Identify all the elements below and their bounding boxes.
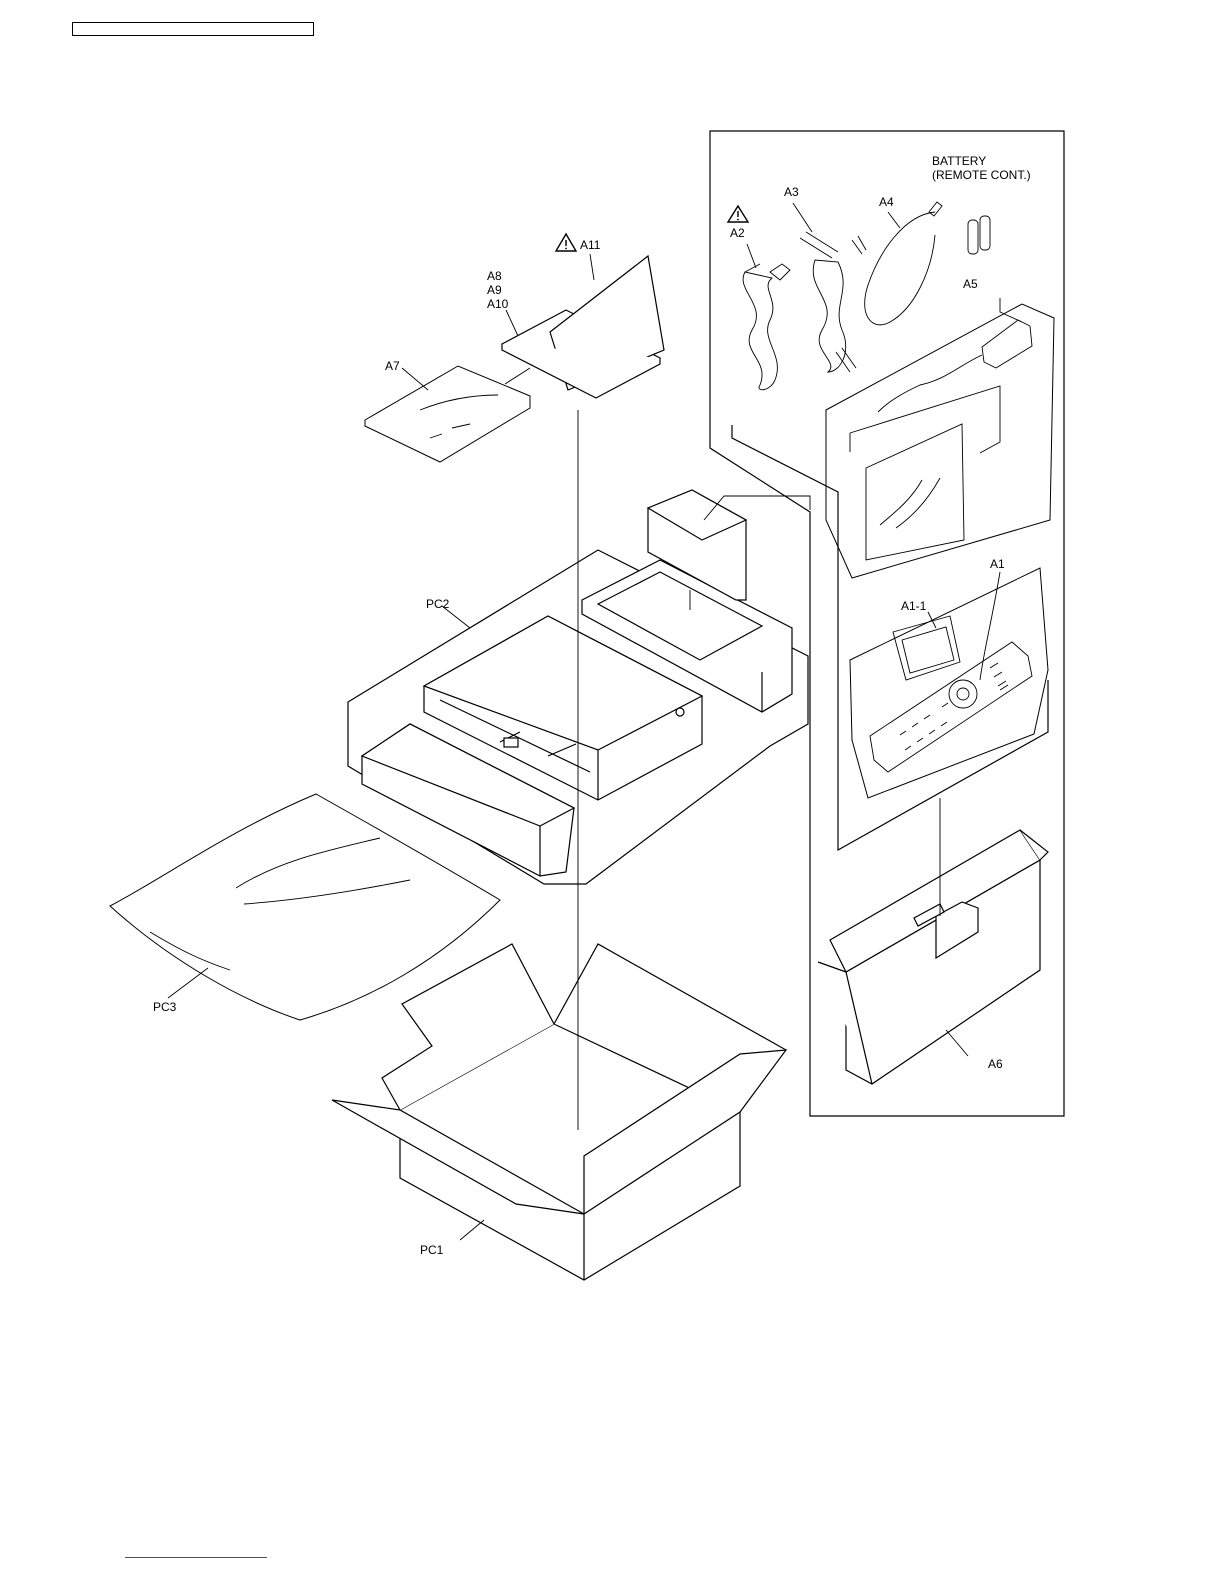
footer-link-underline[interactable] xyxy=(125,1557,267,1558)
ac-power-cord xyxy=(743,264,790,390)
a1-remote-control xyxy=(870,642,1032,772)
label-a10: A10 xyxy=(487,297,509,311)
label-a7: A7 xyxy=(385,359,400,373)
warning-triangle-icon xyxy=(728,206,748,222)
warning-triangle-icon xyxy=(556,234,576,251)
a1-1-battery-cover xyxy=(893,616,960,680)
label-a5: A5 xyxy=(963,277,978,291)
manual-set xyxy=(502,256,664,398)
label-a6: A6 xyxy=(988,1057,1003,1071)
label-battery-line2: (REMOTE CONT.) xyxy=(932,168,1031,182)
a1-bag xyxy=(850,568,1048,798)
label-pc3: PC3 xyxy=(153,1000,177,1014)
a5-accessory-box xyxy=(850,386,1000,560)
a7-poly-bag xyxy=(365,366,530,462)
label-a8: A8 xyxy=(487,269,502,283)
label-a11: A11 xyxy=(580,238,601,252)
label-pc2: PC2 xyxy=(426,597,450,611)
a5-bag xyxy=(826,304,1054,578)
label-battery-line1: BATTERY xyxy=(932,154,986,168)
remote-batteries xyxy=(968,216,990,254)
antenna-cable xyxy=(852,202,942,325)
audio-video-cord xyxy=(800,232,856,372)
label-a3: A3 xyxy=(784,185,799,199)
a6-accessory-carton xyxy=(818,830,1048,1084)
a5-ac-adaptor xyxy=(878,320,1032,412)
label-a4: A4 xyxy=(879,195,894,209)
label-a2: A2 xyxy=(730,226,745,240)
label-a1: A1 xyxy=(990,557,1005,571)
label-a1-1: A1-1 xyxy=(901,599,927,613)
label-a9: A9 xyxy=(487,283,502,297)
label-pc1: PC1 xyxy=(420,1243,444,1257)
pc1-outer-carton xyxy=(332,944,786,1280)
